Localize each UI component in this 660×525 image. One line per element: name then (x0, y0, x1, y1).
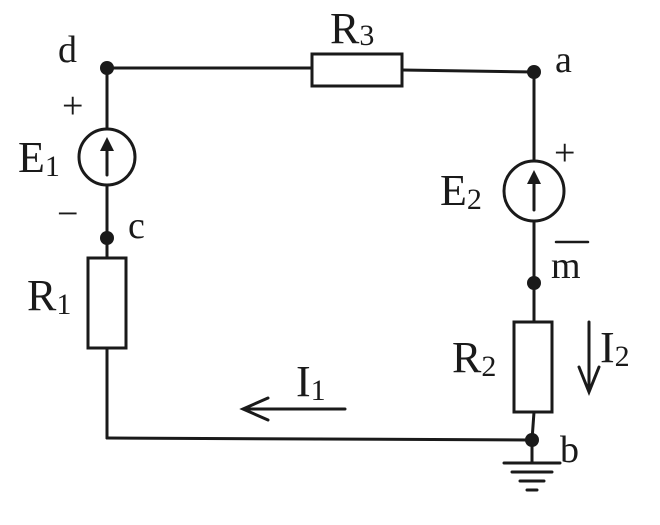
resistor-r1-letter: R (27, 271, 57, 320)
current-i2-arrow-icon (577, 320, 601, 397)
node-label-d: d (58, 29, 77, 71)
ground-icon (502, 461, 562, 492)
source-e2 (502, 159, 566, 223)
resistor-r3-label: R3 (330, 4, 374, 53)
current-i2-index: 2 (615, 340, 630, 373)
source-e1-arrow-icon (100, 137, 114, 151)
node-a-dot (527, 65, 541, 79)
resistor-r1-label: R1 (27, 271, 71, 321)
source-e2-minus: − (556, 225, 577, 267)
node-b-dot (525, 433, 539, 447)
node-label-b: b (560, 429, 579, 471)
source-e1-letter: E (18, 133, 45, 182)
current-i2-label: I2 (600, 323, 630, 373)
source-e1-minus: − (57, 193, 78, 235)
current-i2-letter: I (600, 323, 615, 372)
resistor-r2-label: R2 (452, 333, 496, 383)
wire-bottom (105, 436, 534, 442)
source-e2-label: E2 (440, 166, 482, 216)
resistor-r3-index: 3 (359, 19, 374, 52)
resistor-r3 (310, 52, 404, 88)
current-i1-label: I1 (296, 357, 326, 407)
node-label-m: m (551, 245, 581, 287)
node-m-dot (527, 276, 541, 290)
resistor-r2-letter: R (452, 333, 482, 382)
source-e2-letter: E (440, 166, 467, 215)
current-i1-arrow-icon (239, 396, 347, 422)
node-label-a: a (555, 39, 572, 81)
source-e2-plus: + (554, 132, 575, 174)
source-e1-index: 1 (45, 150, 60, 183)
resistor-r2 (512, 320, 554, 414)
resistor-r1-index: 1 (56, 288, 71, 321)
resistor-r3-letter: R (330, 4, 360, 53)
node-label-c: c (128, 205, 145, 247)
current-i1-index: 1 (311, 374, 326, 407)
node-d-dot (100, 61, 114, 75)
source-e1-plus: + (62, 85, 83, 127)
wire-top-right (400, 68, 536, 74)
source-e2-arrow-icon (527, 170, 541, 184)
source-e2-index: 2 (467, 183, 482, 216)
source-e1 (77, 127, 137, 187)
resistor-r1 (86, 256, 128, 350)
source-e1-label: E1 (18, 133, 60, 183)
resistor-r2-index: 2 (481, 350, 496, 383)
current-i1-letter: I (296, 357, 311, 406)
node-c-dot (100, 231, 114, 245)
